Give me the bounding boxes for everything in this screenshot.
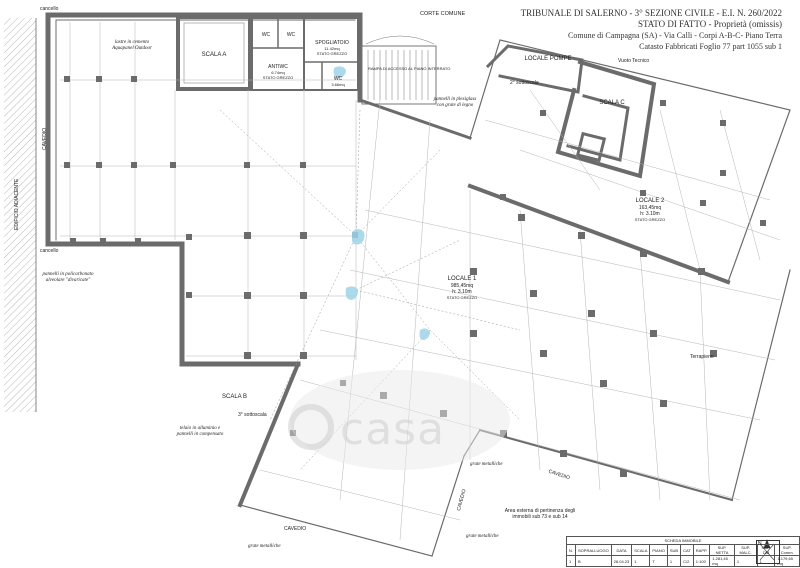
label-area-esterna-2: immobili sub 73 e sub 14 bbox=[512, 514, 568, 520]
header-location: Comune di Campagna (SA) - Via Calli - Co… bbox=[568, 31, 782, 40]
label-pannelli-left-2: alveolare "divaricate" bbox=[45, 278, 91, 283]
label-scala-b: SCALA B bbox=[222, 394, 248, 400]
th-scala: SCALA bbox=[631, 544, 651, 556]
title-block-table: SCHEDA IMMOBILE N. SOPRALLUOGO DATA SCAL… bbox=[566, 536, 800, 567]
th-sup-netta: SUP. NETTA bbox=[709, 544, 735, 556]
label-telaio: telaio in alluminio e bbox=[179, 426, 221, 431]
north-label: N bbox=[758, 541, 762, 547]
label-grate-bottom: grate metalliche bbox=[248, 544, 281, 549]
td-sup-netta: 1.281,45 mq bbox=[709, 555, 735, 567]
label-locale-2: LOCALE 2 bbox=[635, 198, 665, 204]
header-state: STATO DI FATTO - Proprietà (omissis) bbox=[637, 19, 782, 29]
th-n: N. bbox=[566, 544, 576, 556]
td-sup-comm: 1.179,65 mq bbox=[774, 555, 800, 567]
td-n: 1 bbox=[566, 555, 576, 567]
label-locale-2-state: STATO GREZZO bbox=[634, 217, 666, 222]
label-wc-3: WC bbox=[333, 76, 343, 82]
label-locale-2-height: h: 3.10m bbox=[640, 211, 660, 217]
label-telaio-2: pannelli in compensato bbox=[176, 432, 224, 437]
locale-1-walls bbox=[237, 98, 791, 557]
td-sub: 1 bbox=[666, 555, 682, 567]
label-spogliatoio-area: 11.42mq bbox=[324, 46, 340, 51]
label-locale-1-area: 985,45mq bbox=[450, 283, 474, 289]
label-pannelli-left: pannelli in policarbonato bbox=[42, 272, 94, 277]
label-vuoto-tecnico: Vuoto Tecnico bbox=[618, 58, 650, 64]
th-rapp: RAPP. bbox=[692, 544, 711, 556]
drawing-header: TRIBUNALE DI SALERNO - 3° SEZIONE CIVILE… bbox=[482, 8, 782, 52]
watermark-text: casa bbox=[340, 404, 446, 455]
wc-cluster bbox=[251, 17, 359, 91]
th-sup-malc: SUP. MALC. bbox=[733, 544, 758, 556]
td-data: 28.04.23 bbox=[610, 555, 633, 567]
td-scala: 1 bbox=[631, 555, 651, 567]
header-cadastre: Catasto Fabbricati Foglio 77 part 1055 s… bbox=[639, 42, 782, 51]
td-piano: T bbox=[649, 555, 668, 567]
label-antiwc: ANTIWC bbox=[268, 64, 288, 70]
label-lastre-2: Aquapanel Outdoor bbox=[112, 46, 152, 51]
label-spogliatoio: SPOGLIATOIO bbox=[315, 40, 349, 46]
label-scala-a: SCALA A bbox=[201, 52, 227, 58]
label-wc-1: WC bbox=[261, 32, 271, 38]
photo-shading bbox=[290, 370, 510, 470]
block-a-walls bbox=[45, 12, 363, 367]
water-stains bbox=[333, 66, 430, 340]
label-edificio-adiacente: EDIFICIO ADIACENTE bbox=[14, 178, 20, 230]
label-pannelli-top: pannelli in plexiglass bbox=[433, 97, 477, 102]
label-antiwc-state: STATO GREZZO bbox=[262, 75, 294, 80]
label-grate-bottom-2: grate metalliche bbox=[466, 534, 499, 539]
locale-2-walls bbox=[469, 39, 791, 283]
label-wc-2: WC bbox=[286, 32, 296, 38]
adjacent-building bbox=[4, 18, 37, 412]
th-piano: PIANO bbox=[649, 544, 668, 556]
label-antiwc-area: 6.74mq bbox=[271, 70, 285, 75]
header-court: TRIBUNALE DI SALERNO - 3° SEZIONE CIVILE… bbox=[520, 8, 782, 18]
label-locale-1: LOCALE 1 bbox=[447, 276, 477, 282]
label-soppalco: 3° sottoscala bbox=[238, 412, 267, 418]
td-sopralluogo: B bbox=[575, 555, 612, 567]
table-row: 1 B 28.04.23 1 T 1 C/2 1:100 1.281,45 mq… bbox=[566, 555, 800, 567]
label-cavedio-bottom: CAVEDIO bbox=[284, 526, 307, 532]
label-lastre: lastre in cemento bbox=[114, 40, 150, 45]
label-cavedio-left: CAVEDIO bbox=[42, 127, 48, 150]
label-cancello-left: cancello bbox=[40, 248, 59, 254]
label-rampa: RAMPA DI ACCESSO AL PIANO INTERRATO bbox=[368, 66, 451, 71]
th-sub: SUB bbox=[666, 544, 682, 556]
label-locale-1-height: h: 3.10m bbox=[452, 289, 472, 295]
th-data: DATA bbox=[610, 544, 633, 556]
label-cancello-top: cancello bbox=[40, 6, 59, 12]
td-sup-malc: 1 bbox=[733, 555, 758, 567]
scala-a-room bbox=[176, 15, 252, 91]
north-box: N bbox=[756, 540, 780, 564]
label-area-esterna: Area esterna di pertinenza degli bbox=[504, 508, 576, 514]
th-sopralluogo: SOPRALLUOGO bbox=[575, 544, 612, 556]
label-locale-pompe: LOCALE POMPE bbox=[524, 56, 572, 62]
survey-lines bbox=[219, 109, 521, 471]
ramp bbox=[361, 35, 437, 105]
label-locale-2-area: 163,45mq bbox=[638, 205, 662, 211]
label-spogliatoio-state: STATO GREZZO bbox=[316, 51, 348, 56]
label-terrapieno: Terrapieno bbox=[690, 354, 714, 360]
label-corte-comune: CORTE COMUNE bbox=[420, 11, 466, 17]
watermark-logo-icon bbox=[288, 404, 334, 450]
label-wc-3-area: 3.66mq bbox=[331, 82, 345, 87]
td-cat: C/2 bbox=[680, 555, 694, 567]
label-locale-1-state: STATO GREZZO bbox=[446, 295, 478, 300]
label-scala-c: SCALA C bbox=[599, 100, 625, 106]
td-sup-dm: 1 bbox=[756, 555, 776, 567]
label-pannelli-top-2: con grate di legno bbox=[436, 103, 474, 108]
label-grate-metalliche: grate metalliche bbox=[470, 462, 503, 467]
td-rapp: 1:100 bbox=[692, 555, 711, 567]
th-cat: CAT bbox=[680, 544, 694, 556]
label-soppalco-2: 2° sottoscala bbox=[510, 80, 539, 86]
watermark: casa bbox=[288, 404, 488, 464]
